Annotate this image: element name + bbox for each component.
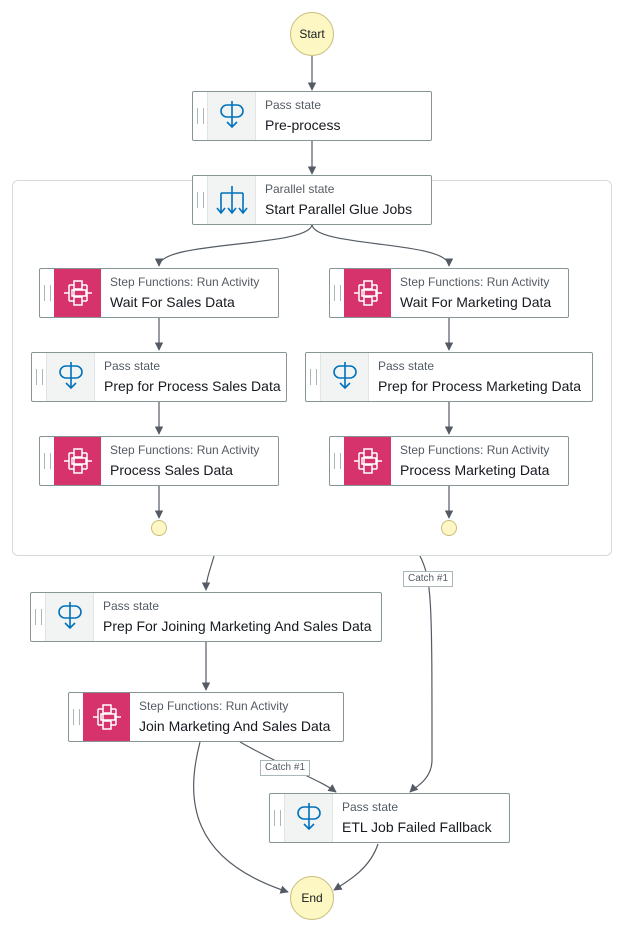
node-type: Step Functions: Run Activity (400, 274, 550, 289)
drag-handle[interactable] (69, 693, 83, 741)
pass-state-icon (45, 593, 94, 641)
end-node[interactable]: End (290, 876, 334, 920)
end-label: End (301, 891, 323, 905)
node-text: Pass state ETL Job Failed Fallback (333, 794, 492, 842)
drag-handle[interactable] (40, 269, 54, 317)
node-type: Parallel state (265, 181, 335, 196)
drag-handle[interactable] (40, 437, 54, 485)
branch-end-dot-marketing (441, 520, 457, 536)
node-name: Pre-process (265, 116, 341, 133)
node-process-sales[interactable]: Step Functions: Run Activity Process Sal… (39, 436, 279, 486)
node-name: Start Parallel Glue Jobs (265, 200, 413, 217)
node-join[interactable]: Step Functions: Run Activity Join Market… (68, 692, 344, 742)
drag-handle[interactable] (270, 794, 284, 842)
edge-parallel-prepjoin (201, 555, 215, 591)
node-prep-sales[interactable]: Pass state Prep for Process Sales Data (31, 352, 287, 402)
catch-label-join: Catch #1 (260, 760, 311, 776)
node-text: Step Functions: Run Activity Join Market… (130, 693, 330, 741)
activity-icon (344, 437, 391, 485)
pass-state-icon (207, 92, 256, 140)
activity-icon (54, 269, 101, 317)
node-type: Pass state (378, 358, 435, 373)
branch-end-dot-sales (151, 520, 167, 536)
node-prep-join[interactable]: Pass state Prep For Joining Marketing An… (30, 592, 382, 642)
drag-handle[interactable] (32, 353, 46, 401)
node-text: Step Functions: Run Activity Process Sal… (101, 437, 259, 485)
node-text: Pass state Prep for Process Marketing Da… (369, 353, 581, 401)
node-prep-marketing[interactable]: Pass state Prep for Process Marketing Da… (305, 352, 593, 402)
node-text: Step Functions: Run Activity Process Mar… (391, 437, 549, 485)
node-text: Step Functions: Run Activity Wait For Ma… (391, 269, 551, 317)
node-name: Prep For Joining Marketing And Sales Dat… (103, 617, 372, 634)
node-type: Pass state (103, 598, 160, 613)
activity-icon (83, 693, 130, 741)
pass-state-icon (46, 353, 95, 401)
node-type: Step Functions: Run Activity (400, 442, 550, 457)
node-type: Pass state (104, 358, 161, 373)
drag-handle[interactable] (193, 176, 207, 224)
node-name: Process Sales Data (110, 461, 233, 478)
node-name: Join Marketing And Sales Data (139, 717, 331, 734)
edge-parallel-fallback (409, 555, 433, 793)
edge-fallback-end (333, 843, 379, 891)
edge-parallel-marketing (311, 223, 454, 267)
node-name: ETL Job Failed Fallback (342, 818, 492, 835)
start-node[interactable]: Start (290, 12, 334, 56)
node-text: Pass state Pre-process (256, 92, 340, 140)
parallel-state-icon (207, 176, 256, 224)
node-text: Parallel state Start Parallel Glue Jobs (256, 176, 412, 224)
node-name: Wait For Marketing Data (400, 293, 552, 310)
node-parallel[interactable]: Parallel state Start Parallel Glue Jobs (192, 175, 432, 225)
drag-handle[interactable] (31, 593, 45, 641)
node-type: Step Functions: Run Activity (110, 442, 260, 457)
node-wait-sales[interactable]: Step Functions: Run Activity Wait For Sa… (39, 268, 279, 318)
node-text: Pass state Prep For Joining Marketing An… (94, 593, 371, 641)
node-name: Process Marketing Data (400, 461, 550, 478)
start-label: Start (299, 27, 325, 41)
drag-handle[interactable] (330, 437, 344, 485)
node-text: Step Functions: Run Activity Wait For Sa… (101, 269, 259, 317)
node-text: Pass state Prep for Process Sales Data (95, 353, 281, 401)
node-type: Step Functions: Run Activity (139, 698, 289, 713)
node-type: Pass state (342, 799, 399, 814)
pass-state-icon (320, 353, 369, 401)
drag-handle[interactable] (306, 353, 320, 401)
pass-state-icon (284, 794, 333, 842)
node-name: Prep for Process Marketing Data (378, 377, 582, 394)
activity-icon (54, 437, 101, 485)
node-process-marketing[interactable]: Step Functions: Run Activity Process Mar… (329, 436, 569, 486)
node-wait-marketing[interactable]: Step Functions: Run Activity Wait For Ma… (329, 268, 569, 318)
edge-parallel-sales (154, 223, 313, 267)
node-fallback[interactable]: Pass state ETL Job Failed Fallback (269, 793, 510, 843)
drag-handle[interactable] (193, 92, 207, 140)
node-name: Prep for Process Sales Data (104, 377, 281, 394)
node-type: Step Functions: Run Activity (110, 274, 260, 289)
node-type: Pass state (265, 97, 322, 112)
catch-label-parallel: Catch #1 (403, 571, 454, 587)
node-preprocess[interactable]: Pass state Pre-process (192, 91, 432, 141)
activity-icon (344, 269, 391, 317)
node-name: Wait For Sales Data (110, 293, 235, 310)
edge-join-end (193, 741, 289, 894)
drag-handle[interactable] (330, 269, 344, 317)
